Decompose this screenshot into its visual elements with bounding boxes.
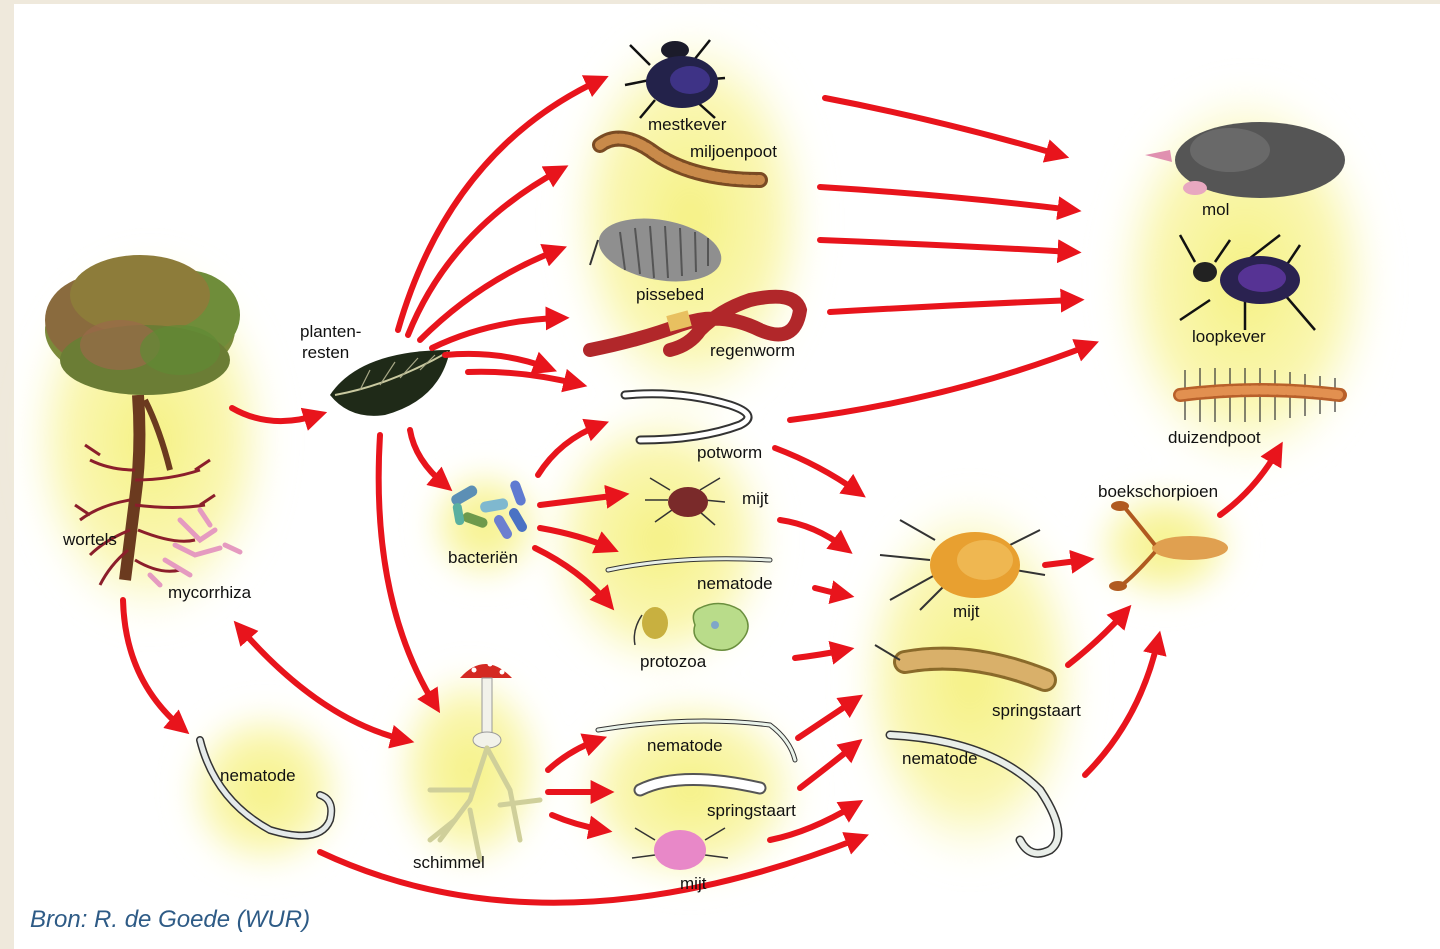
label-boekschorpioen: boekschorpioen [1098,482,1218,501]
label-nematode-middle: nematode [697,574,773,593]
label-potworm: potworm [697,443,762,462]
label-springstaart-large: springstaart [992,701,1081,720]
label-miljoenpoot: miljoenpoot [690,142,777,161]
halo-nematode-left [180,705,350,875]
label-pissebed: pissebed [636,285,704,304]
label-nematode-lower: nematode [647,736,723,755]
label-mol: mol [1202,200,1229,219]
label-wortels: wortels [62,530,117,549]
label-plantenresten-line2: resten [302,343,349,362]
label-mijt-pink: mijt [680,874,707,893]
label-mijt-small: mijt [742,489,769,508]
source-caption: Bron: R. de Goede (WUR) [30,906,310,934]
label-springstaart-small: springstaart [707,801,796,820]
label-bacterien: bacteriën [448,548,518,567]
label-protozoa: protozoa [640,652,707,671]
label-regenworm: regenworm [710,341,795,360]
label-schimmel: schimmel [413,853,485,872]
label-duizendpoot: duizendpoot [1168,428,1261,447]
label-mycorrhiza: mycorrhiza [168,583,252,602]
halo-schimmel [390,665,550,875]
label-plantenresten-line1: planten- [300,322,361,341]
label-mijt-large: mijt [953,602,980,621]
label-nematode-left: nematode [220,766,296,785]
label-mestkever: mestkever [648,115,727,134]
label-nematode-right: nematode [902,749,978,768]
label-loopkever: loopkever [1192,327,1266,346]
